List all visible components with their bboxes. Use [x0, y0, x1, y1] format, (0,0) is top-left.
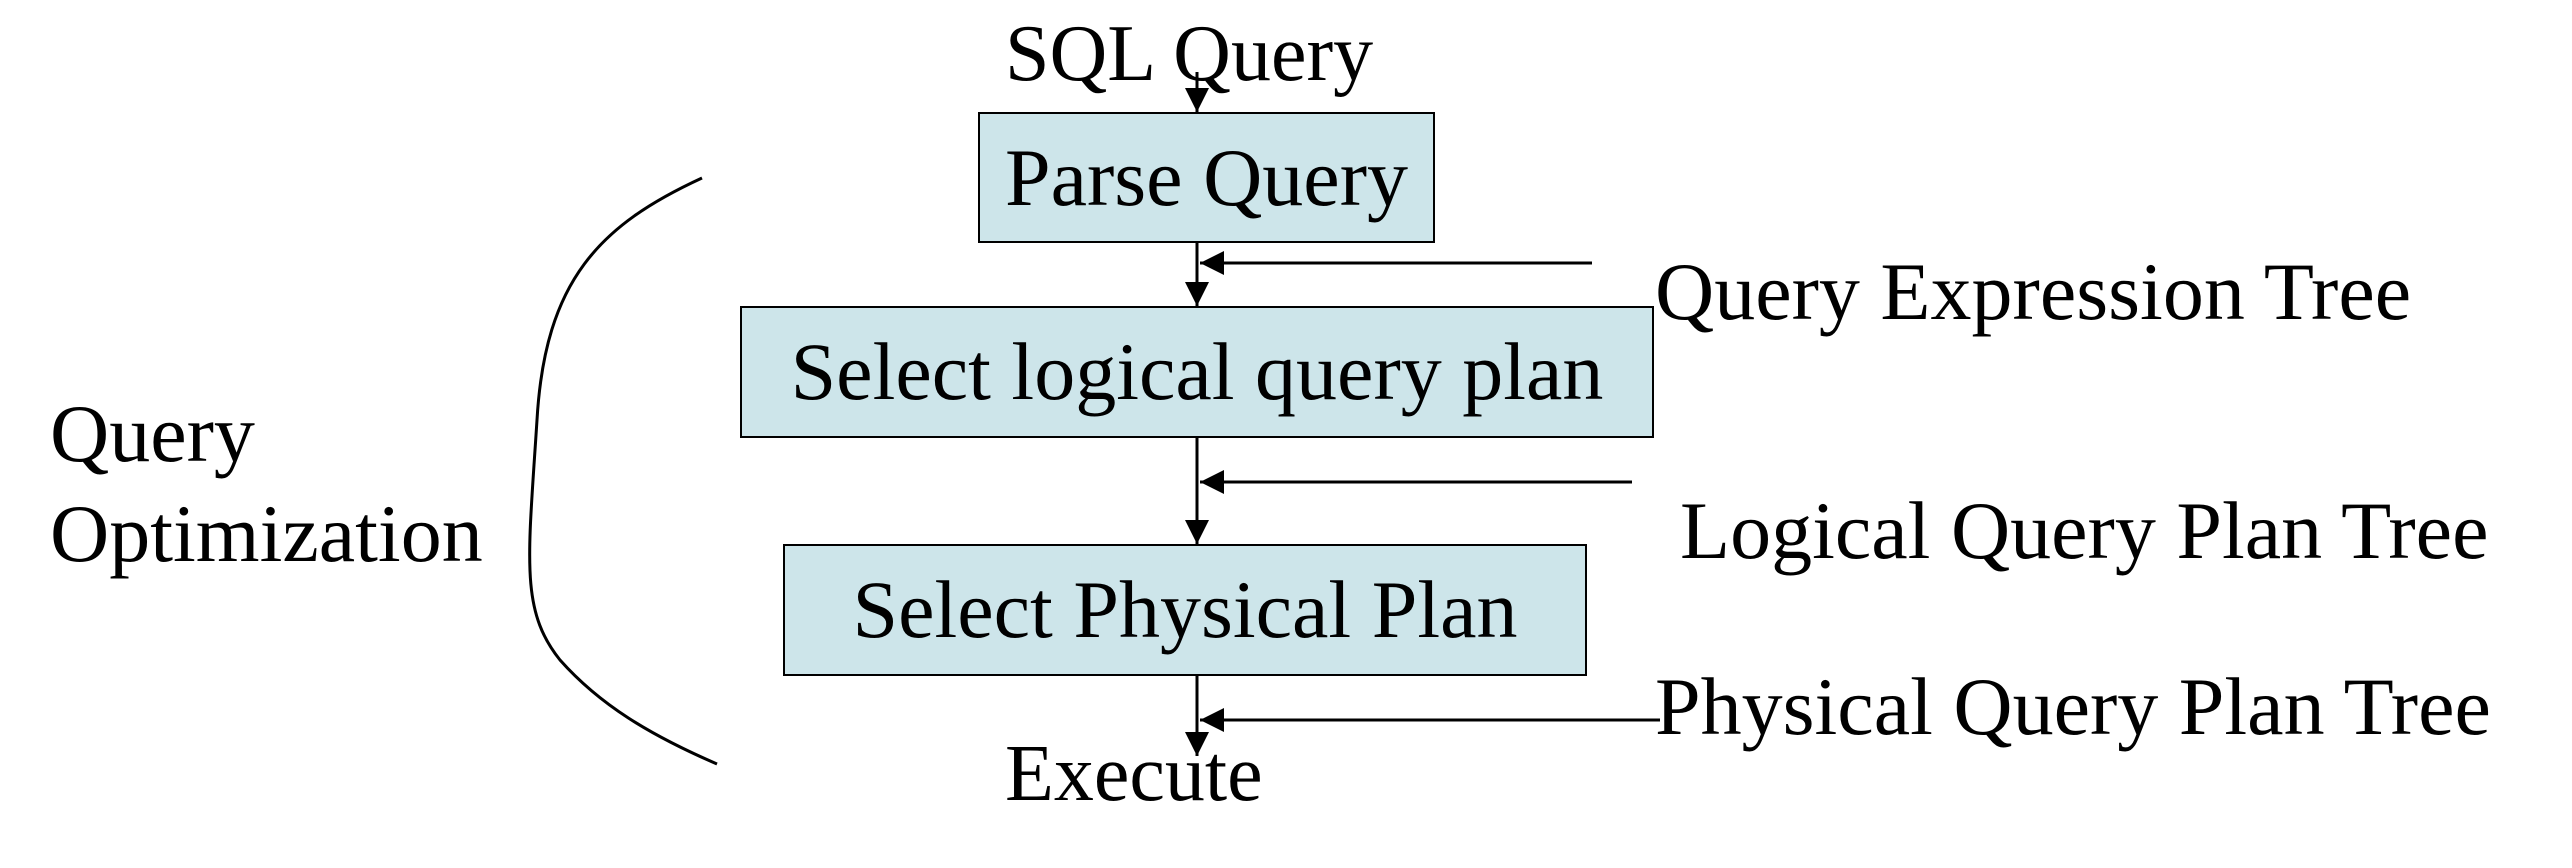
- physical-query-plan-tree-label: Physical Query Plan Tree: [1655, 661, 2491, 752]
- sql-query-label: SQL Query: [1005, 10, 1374, 98]
- query-expression-tree-label: Query Expression Tree: [1655, 246, 2412, 337]
- select-physical-plan-box: Select Physical Plan: [783, 544, 1587, 676]
- parse-query-box: Parse Query: [978, 112, 1435, 243]
- query-optimization-label-line1: Query: [50, 388, 255, 479]
- logical-query-plan-tree-label: Logical Query Plan Tree: [1680, 485, 2489, 576]
- execute-label: Execute: [1005, 730, 1263, 818]
- select-logical-plan-box: Select logical query plan: [740, 306, 1654, 438]
- optimization-bracket: [528, 176, 718, 766]
- query-optimization-label-line2: Optimization: [50, 488, 483, 579]
